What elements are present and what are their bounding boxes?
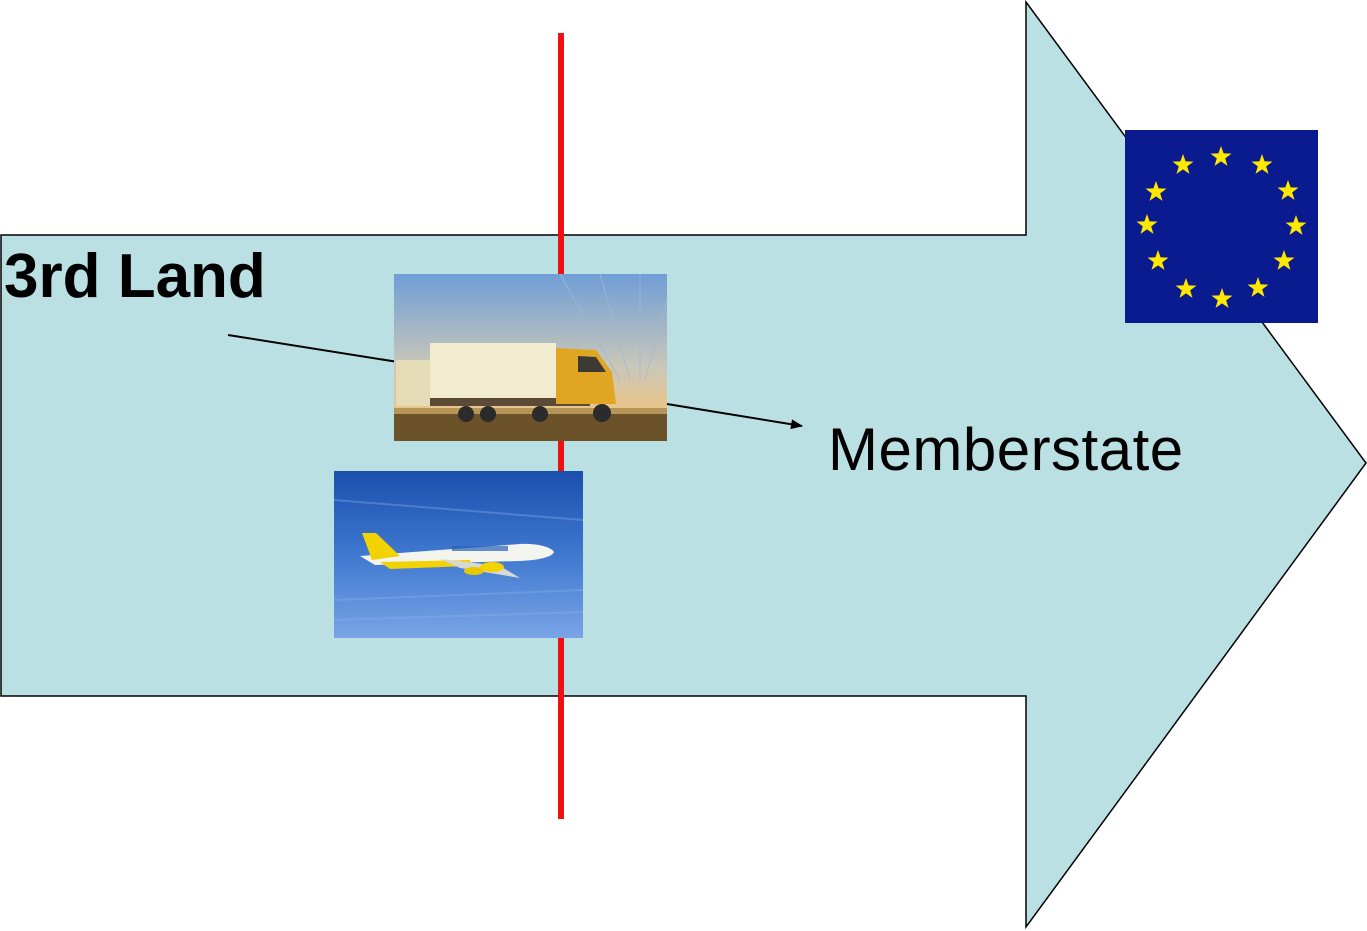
connector-origin [227,334,399,363]
origin-label: 3rd Land [4,242,266,311]
destination-label: Memberstate [828,416,1184,483]
truck-photo [394,273,668,441]
connector-destination [666,403,803,430]
eu-flag [1125,130,1318,323]
cargo-plane-photo [333,471,584,638]
